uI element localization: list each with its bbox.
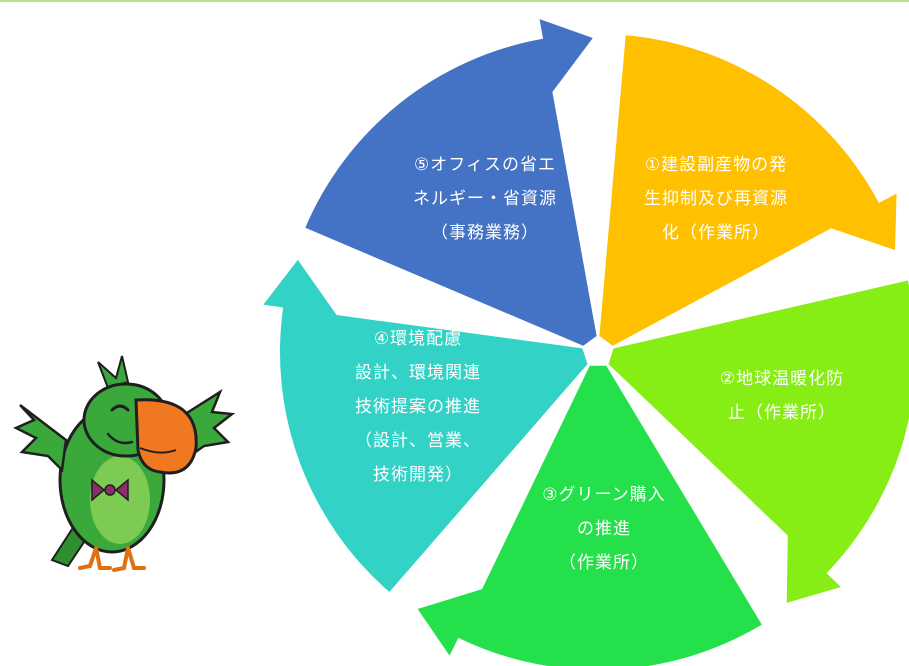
segments-layer: [263, 19, 909, 666]
segment-2-line: ②地球温暖化防: [719, 369, 845, 389]
segment-label-5: ⑤オフィスの省エネルギー・省資源 （事務業務）: [385, 148, 585, 250]
segment-1-line: 化（作業所）: [662, 223, 770, 243]
segment-5-line: ⑤オフィスの省エ: [414, 155, 556, 175]
cycle-segment-2: [608, 280, 909, 603]
segment-3-line: ③グリーン購入: [542, 485, 666, 505]
segment-1-line: 生抑制及び再資源: [644, 189, 788, 209]
top-divider: [0, 0, 909, 2]
segment-label-4: ④環境配慮設計、環境関連技術提案の推進 （設計、営業、技術開発）: [318, 322, 518, 492]
segment-4-line: 技術提案の推進: [355, 397, 481, 417]
segment-1-line: ①建設副産物の発: [644, 155, 788, 175]
cycle-segment-3: [417, 365, 762, 666]
segment-5-line: （事務業務）: [431, 223, 539, 243]
segment-label-2: ②地球温暖化防止（作業所）: [682, 362, 882, 430]
segment-label-1: ①建設副産物の発生抑制及び再資源化（作業所）: [616, 148, 816, 250]
segment-4-line: ④環境配慮: [373, 329, 463, 349]
segment-3-line: （作業所）: [559, 553, 649, 573]
segment-2-line: 止（作業所）: [728, 403, 836, 423]
segment-4-line: （設計、営業、: [355, 431, 481, 451]
cycle-segment-5: [305, 19, 597, 346]
segment-5-line: ネルギー・省資源: [413, 189, 557, 209]
cycle-segment-4: [263, 259, 588, 592]
cycle-segment-1: [599, 35, 897, 346]
parrot-mascot-icon: [13, 355, 236, 572]
segment-label-3: ③グリーン購入の推進 （作業所）: [504, 478, 704, 580]
segment-4-line: 技術開発）: [373, 465, 463, 485]
segment-4-line: 設計、環境関連: [355, 363, 481, 383]
segment-3-line: の推進: [577, 519, 631, 539]
